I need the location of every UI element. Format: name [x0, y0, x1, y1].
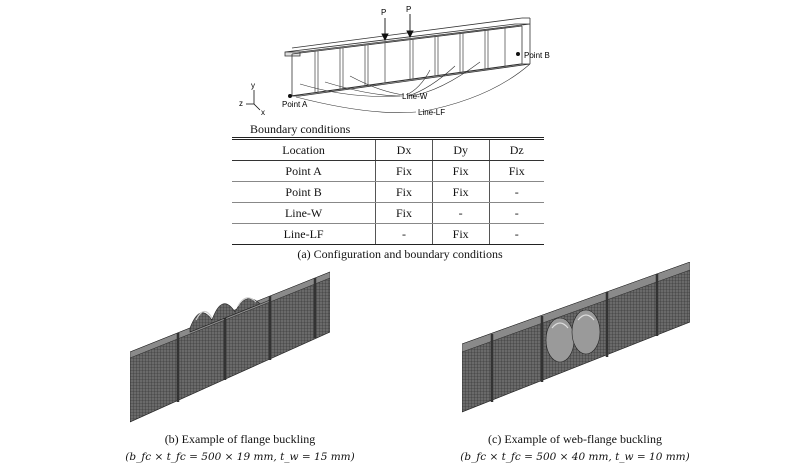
table-cell: Fix	[375, 160, 433, 182]
table-row: Point B Fix Fix -	[232, 181, 544, 203]
boundary-conditions-title: Boundary conditions	[250, 122, 351, 136]
line-w-label: Line-W	[402, 92, 428, 101]
load-label-2: P	[406, 5, 411, 14]
caption-c: (c) Example of web-flange buckling	[488, 432, 662, 446]
table-cell: Fix	[375, 181, 433, 203]
table-cell: Line-W	[232, 202, 377, 224]
flange-buckling-mesh-image	[130, 271, 330, 423]
axis-z-label: z	[239, 99, 243, 108]
table-cell: Fix	[432, 181, 490, 203]
table-cell: -	[489, 223, 544, 245]
table-cell: -	[489, 181, 544, 203]
table-cell: Fix	[489, 160, 544, 182]
table-cell: -	[489, 202, 544, 224]
table-cell: -	[375, 223, 433, 245]
caption-b: (b) Example of flange buckling	[164, 432, 316, 446]
point-a-label: Point A	[282, 100, 308, 109]
beam-configuration-diagram: P P Point A Point B Line-W Line-LF y z x	[239, 5, 550, 117]
axis-y-label: y	[251, 81, 255, 90]
load-label-1: P	[381, 8, 386, 17]
table-row: Line-LF - Fix -	[232, 223, 544, 245]
point-b-label: Point B	[524, 51, 550, 60]
line-lf-label: Line-LF	[418, 108, 445, 117]
header-dx: Dx	[375, 137, 433, 161]
table-row: Point A Fix Fix Fix	[232, 160, 544, 182]
header-dz: Dz	[489, 137, 544, 161]
caption-b-dimensions: (b_fc × t_fc = 500 × 19 mm, t_w = 15 mm)	[125, 451, 355, 463]
table-cell: Line-LF	[232, 223, 377, 245]
table-cell: Fix	[432, 160, 490, 182]
axis-x-label: x	[261, 108, 265, 117]
caption-a: (a) Configuration and boundary condition…	[297, 247, 503, 261]
table-cell: Fix	[432, 223, 490, 245]
point-b-marker	[516, 52, 520, 56]
table-row: Line-W Fix - -	[232, 202, 544, 224]
table-header-row: Location Dx Dy Dz	[232, 137, 544, 161]
header-dy: Dy	[432, 137, 490, 161]
boundary-conditions-table: Location Dx Dy Dz Point A Fix Fix Fix Po…	[232, 137, 544, 245]
table-cell: Fix	[375, 202, 433, 224]
table-cell: Point B	[232, 181, 377, 203]
table-cell: Point A	[232, 160, 377, 182]
caption-c-dimensions: (b_fc × t_fc = 500 × 40 mm, t_w = 10 mm)	[460, 451, 690, 463]
point-a-marker	[288, 94, 292, 98]
table-cell: -	[432, 202, 490, 224]
header-location: Location	[232, 137, 377, 161]
web-flange-buckling-mesh-image	[462, 262, 690, 413]
